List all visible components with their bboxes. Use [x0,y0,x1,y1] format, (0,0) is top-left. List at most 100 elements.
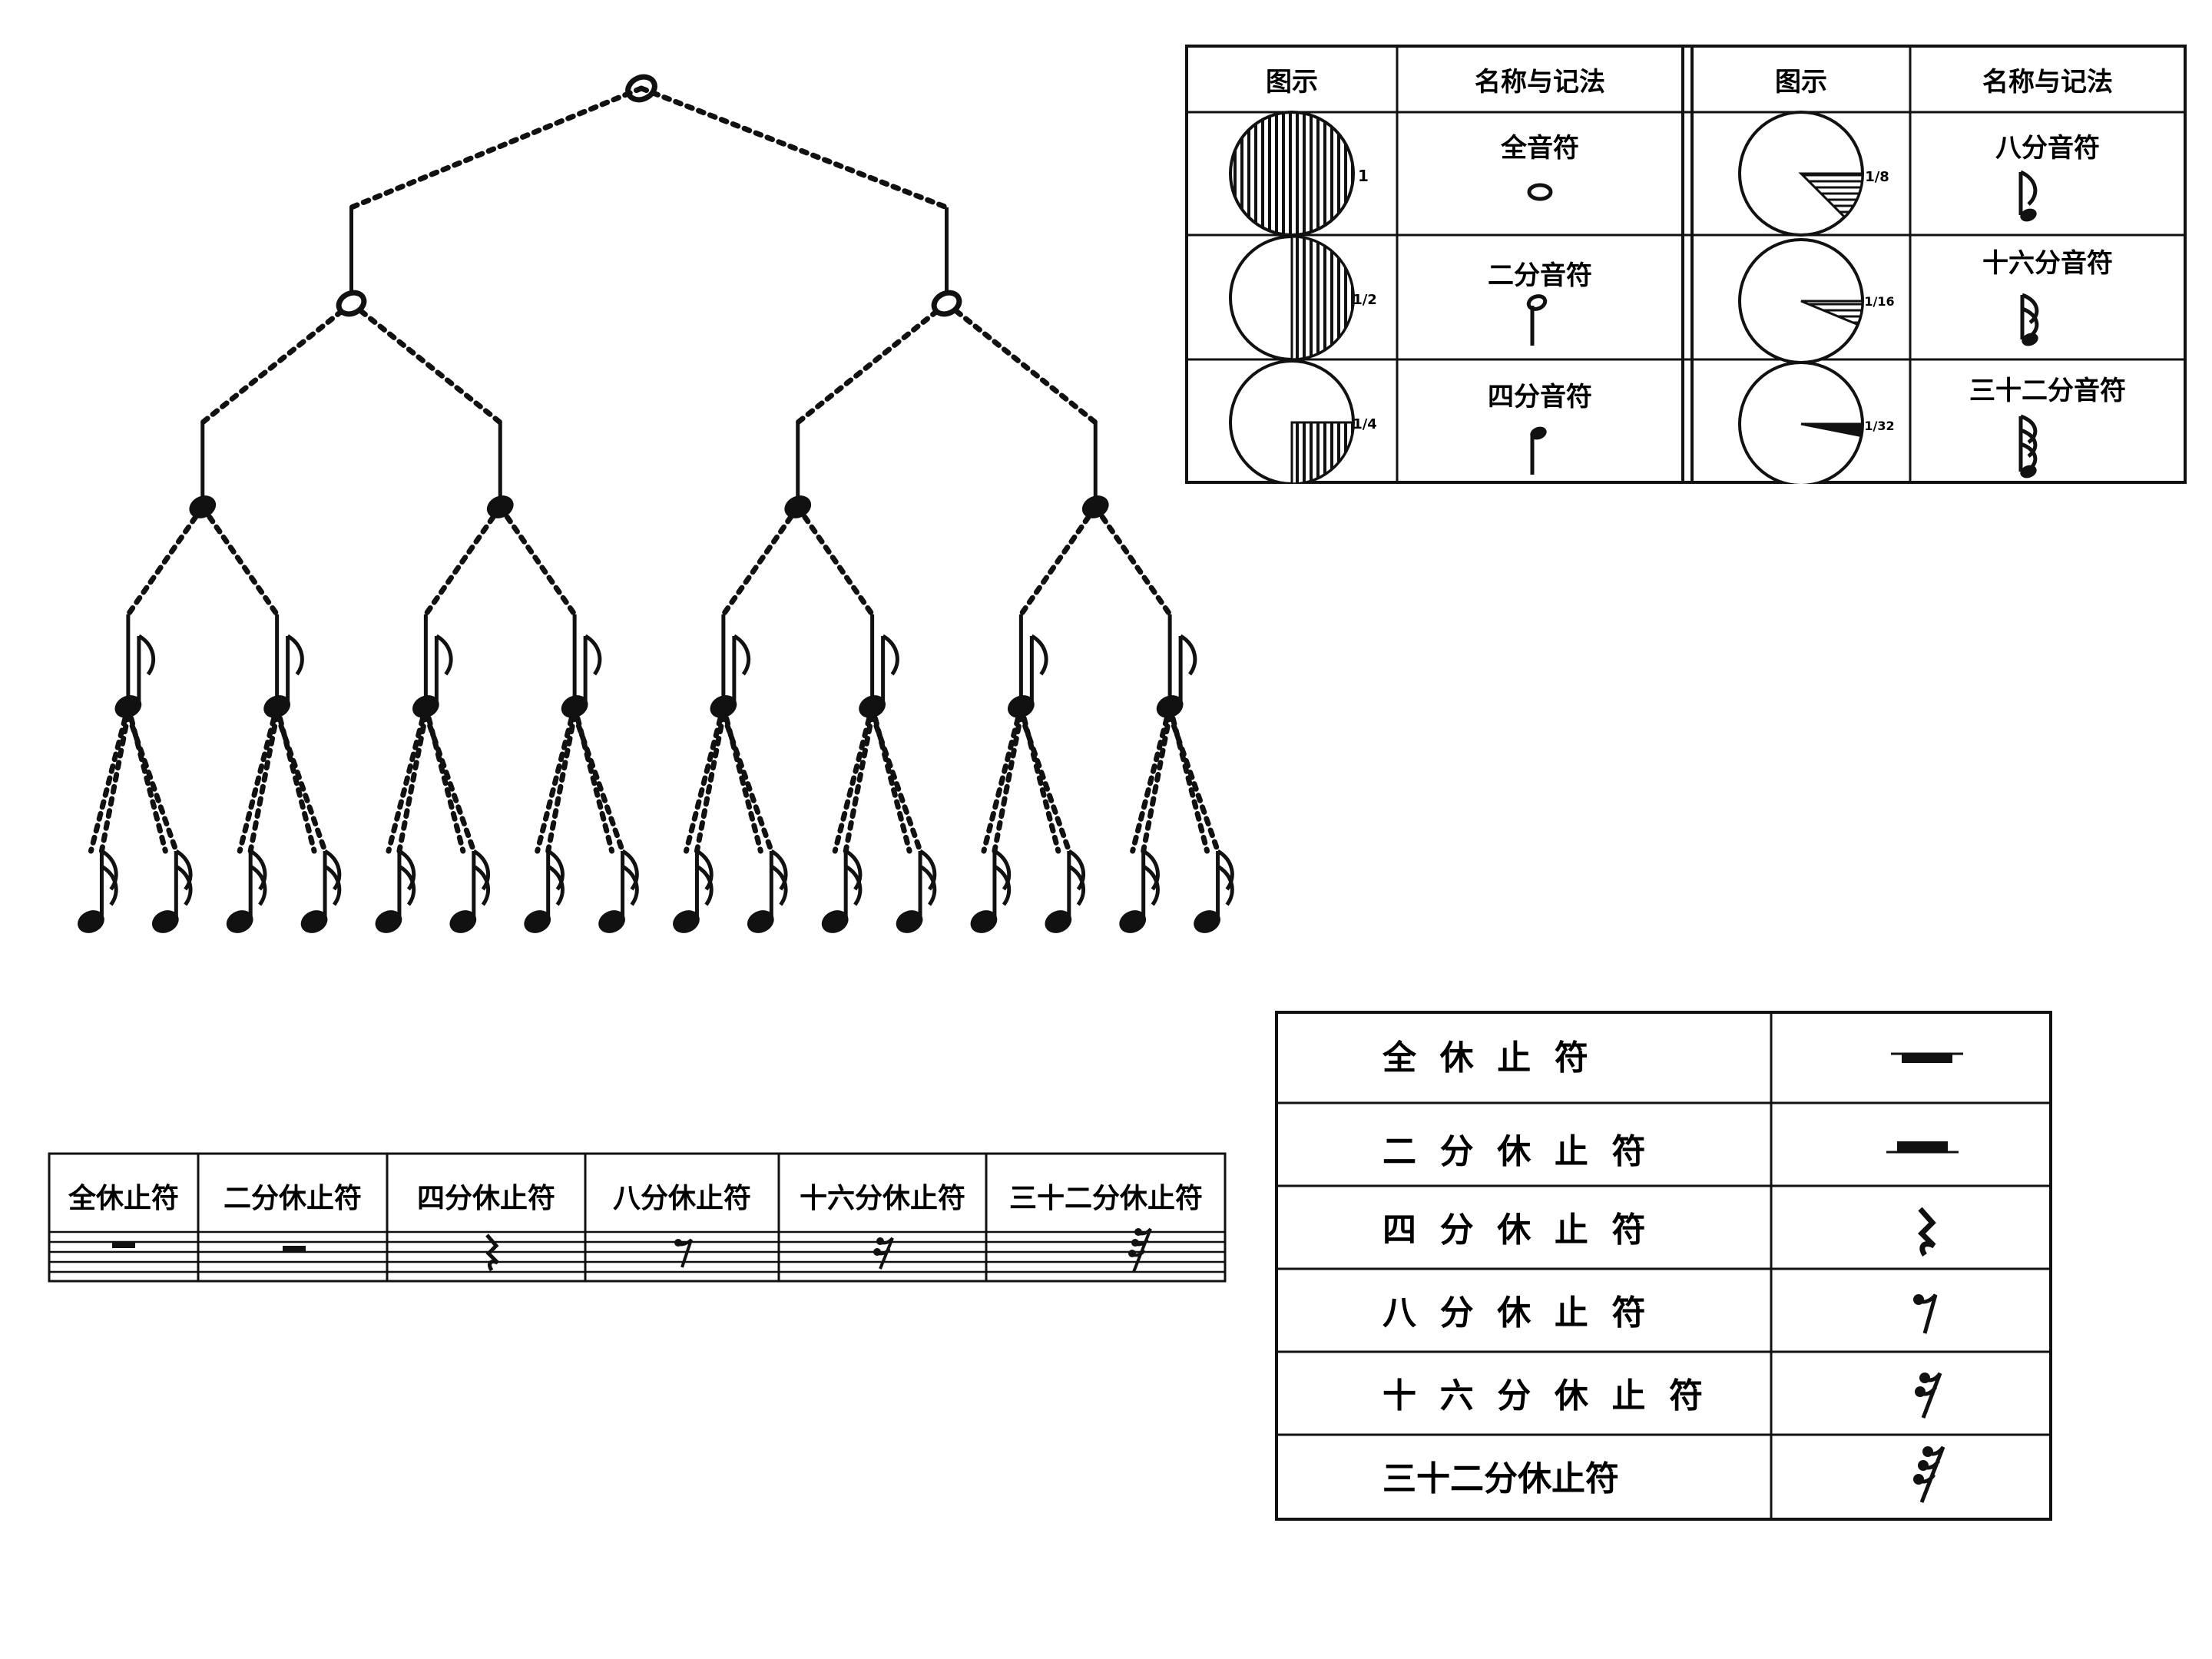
tree-sixteenth-flag [621,849,639,891]
note-name-eighth: 八分音符 [1995,133,2100,164]
tree-sixteenth-flag [844,849,863,891]
tree-sixteenth-flag [1068,864,1085,906]
fraction-circle-sixteenth [1738,238,1864,364]
rest-name-eighth: 八 分 休 止 符 [1382,1293,1646,1333]
eighth-rest-big-symbol [1913,1293,1938,1334]
thirtysecond-note-symbol [2018,414,2038,478]
tree-half-note [931,290,962,317]
note-name-whole: 全音符 [1500,133,1579,164]
eighth-note-symbol [2018,170,2038,222]
note-table-header-name-right: 名称与记法 [1982,67,2113,98]
fraction-circle-quarter [1229,359,1355,484]
tree-eighth-flag [1179,634,1197,676]
rest-name-sixteenth: 十 六 分 休 止 符 [1382,1376,1703,1416]
staff-header-quarter-rest: 四分休止符 [417,1183,555,1214]
note-division-tree [78,74,1234,933]
tree-eighth-flag [882,634,899,676]
tree-sixteenth-flag [1217,864,1234,906]
tree-sixteenth-flag [993,864,1012,906]
tree-sixteenth-flag [249,864,267,906]
fraction-label-eighth: 1/8 [1865,169,1889,185]
tree-eighth-flag [733,634,751,676]
fraction-circle-whole [1229,111,1355,237]
note-name-sixteenth: 十六分音符 [1982,248,2113,279]
tree-sixteenth-flag [101,849,118,891]
tree-half-note [336,290,367,317]
rest-table-frame [1275,1011,2052,1521]
tree-sixteenth-flag [472,864,490,906]
staff-header-sixteenth-rest: 十六分休止符 [800,1183,965,1214]
rest-name-quarter: 四 分 休 止 符 [1382,1210,1646,1250]
staff-header-whole-rest: 全休止符 [68,1182,179,1214]
tree-sixteenth-flag [770,864,788,906]
whole-rest-big-symbol [1891,1052,1963,1063]
thirtysecond-rest-symbol [1128,1227,1152,1273]
tree-quarter-note [1081,495,1109,518]
fraction-circle-eighth [1738,111,1864,237]
tree-sixteenth-flag [547,864,565,906]
staff-rest-table: 全休止符 二分休止符 四分休止符 八分休止符 十六分休止符 三十二分休止符 [48,1152,1227,1283]
quarter-rest-big-symbol [1918,1207,1936,1257]
tree-eighth-flag [1030,634,1048,676]
tree-sixteenth-flag [919,849,937,891]
staff-header-half-rest: 二分休止符 [224,1183,362,1214]
tree-sixteenth-flag [1217,849,1234,891]
fraction-circle-thirtysecond [1738,361,1864,484]
tree-eighth-flag [435,634,453,676]
whole-rest-symbol [112,1242,135,1248]
staff-header-thirtysecond-rest: 三十二分休止符 [1009,1183,1203,1214]
fraction-circle-half [1229,235,1355,361]
tree-quarter-note [784,495,812,518]
tree-eighth-flag [584,634,602,676]
half-rest-symbol [283,1246,306,1252]
staff-header-eighth-rest: 八分休止符 [613,1183,751,1214]
rest-name-whole: 全 休 止 符 [1382,1038,1588,1078]
tree-quarter-note [486,495,514,518]
half-rest-big-symbol [1886,1141,1959,1154]
tree-sixteenth-flag [621,864,639,906]
tree-sixteenth-flag [1142,864,1160,906]
tree-sixteenth-flag [323,864,342,906]
note-name-half: 二分音符 [1488,260,1592,291]
note-name-quarter: 四分音符 [1488,382,1592,412]
tree-sixteenth-flag [398,849,416,891]
tree-sixteenth-flag [323,849,342,891]
fraction-label-thirtysecond: 1/32 [1864,419,1894,433]
tree-sixteenth-flag [696,849,714,891]
fraction-label-half: 1/2 [1353,292,1377,308]
fraction-label-whole: 1 [1358,167,1369,185]
tree-sixteenth-flag [844,864,863,906]
tree-sixteenth-flag [1142,849,1160,891]
tree-sixteenth-flag [398,864,416,906]
sixteenth-note-symbol [2020,293,2039,346]
tree-eighth-flag [137,634,156,676]
quarter-rest-symbol [485,1233,499,1272]
tree-sixteenth-flag [1068,849,1085,891]
rest-symbol-table: 全 休 止 符 二 分 休 止 符 四 分 休 止 符 八 分 休 止 符 十 … [1275,1011,2052,1521]
tree-sixteenth-flag [101,864,118,906]
note-table-header-figure-left: 图示 [1266,67,1318,98]
fraction-label-quarter: 1/4 [1353,416,1377,432]
tree-sixteenth-flag [696,864,714,906]
whole-note-symbol [1527,183,1553,201]
tree-sixteenth-flag [919,864,937,906]
sixteenth-rest-big-symbol [1915,1372,1942,1419]
tree-sixteenth-flag [174,849,193,891]
sixteenth-rest-symbol [873,1237,894,1270]
staff-lines [49,1230,1225,1273]
rest-table-row-lines [1277,1101,2051,1436]
half-note-symbol [1526,294,1548,346]
eighth-rest-symbol [674,1238,693,1268]
tree-sixteenth-flag [174,864,193,906]
tree-eighth-flag [286,634,304,676]
fraction-label-sixteenth: 1/16 [1864,294,1894,309]
note-value-table: 图示 名称与记法 图示 名称与记法 全音符 二分音符 四分音符 八分音符 十六分… [1185,45,2187,484]
note-table-header-name-left: 名称与记法 [1475,67,1605,98]
quarter-note-symbol [1530,426,1547,475]
note-table-frame [1185,45,2187,484]
thirtysecond-rest-big-symbol [1913,1445,1945,1503]
tree-sixteenth-flag [472,849,490,891]
tree-sixteenth-flag [770,849,788,891]
tree-quarter-note [189,495,217,518]
note-table-header-figure-right: 图示 [1775,67,1827,98]
